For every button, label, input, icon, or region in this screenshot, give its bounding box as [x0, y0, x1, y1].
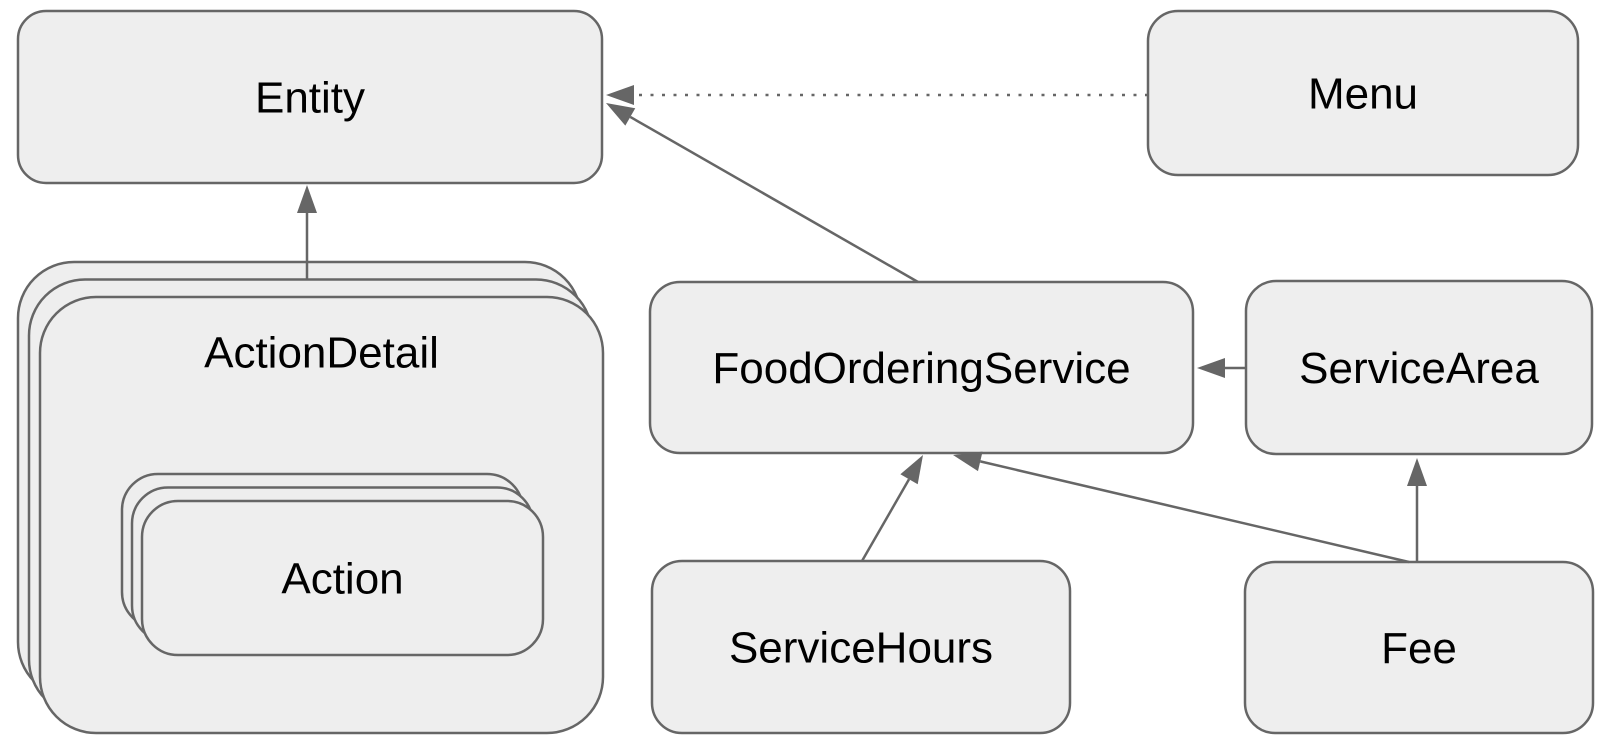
node-action: Action — [120, 472, 545, 657]
node-service-hours: ServiceHours — [650, 559, 1072, 735]
node-service-hours-label: ServiceHours — [729, 624, 993, 673]
edge-menu-to-entity — [606, 85, 1148, 105]
edge-menu-to-entity-arrowhead — [606, 85, 634, 105]
node-entity-label: Entity — [255, 74, 365, 123]
edge-fee-to-foodorderingservice-line — [979, 460, 1410, 564]
node-action-detail-label: ActionDetail — [204, 329, 439, 378]
edge-actiondetail-to-entity — [297, 185, 317, 279]
node-menu-shape — [1146, 9, 1580, 177]
edge-fee-to-foodorderingservice — [953, 451, 1410, 564]
edge-servicehours-to-foodorderingservice-line — [860, 478, 911, 562]
node-menu: Menu — [1146, 9, 1580, 177]
edge-servicehours-to-foodorderingservice — [860, 455, 923, 562]
node-menu-label: Menu — [1308, 70, 1418, 119]
edge-foodorderingservice-to-entity — [606, 103, 919, 284]
node-fee-shape — [1243, 560, 1595, 735]
edge-actiondetail-to-entity-arrowhead — [297, 185, 317, 213]
edge-servicehours-to-foodorderingservice-arrowhead — [900, 455, 923, 485]
node-food-ordering-service: FoodOrderingService — [648, 280, 1195, 455]
edge-servicearea-to-foodorderingservice — [1197, 358, 1246, 378]
node-entity-shape — [16, 9, 604, 185]
edge-foodorderingservice-to-entity-arrowhead — [606, 103, 636, 126]
node-fee: Fee — [1243, 560, 1595, 735]
edge-servicearea-to-foodorderingservice-arrowhead — [1197, 358, 1225, 378]
edge-fee-to-servicearea — [1407, 458, 1427, 562]
edge-foodorderingservice-to-entity-line — [629, 115, 919, 284]
node-food-ordering-service-label: FoodOrderingService — [712, 344, 1130, 393]
edge-fee-to-foodorderingservice-arrowhead — [953, 451, 983, 472]
edge-fee-to-servicearea-arrowhead — [1407, 458, 1427, 486]
node-service-area: ServiceArea — [1244, 279, 1594, 456]
node-food-ordering-service-shape — [648, 280, 1195, 455]
node-entity: Entity — [16, 9, 604, 185]
node-fee-label: Fee — [1381, 624, 1457, 673]
node-service-area-label: ServiceArea — [1299, 344, 1539, 393]
node-action-shape — [140, 499, 545, 657]
node-action-label: Action — [281, 555, 403, 604]
node-service-hours-shape — [650, 559, 1072, 735]
